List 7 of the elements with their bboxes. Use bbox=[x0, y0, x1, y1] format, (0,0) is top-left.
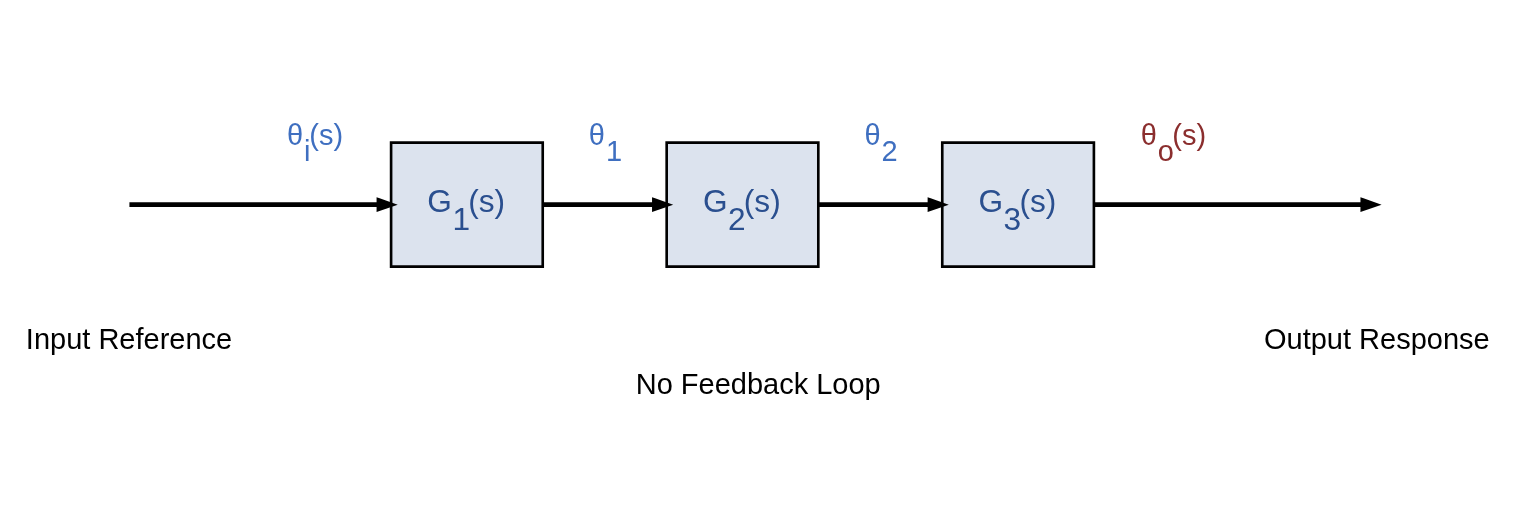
label: Output Response bbox=[1264, 323, 1490, 356]
caption: No Feedback Loop bbox=[635, 368, 881, 401]
arrow bbox=[1094, 197, 1382, 213]
arrow bbox=[818, 197, 949, 213]
arrow bbox=[542, 197, 674, 213]
label: Input Reference bbox=[25, 323, 233, 356]
arrow bbox=[129, 197, 398, 213]
